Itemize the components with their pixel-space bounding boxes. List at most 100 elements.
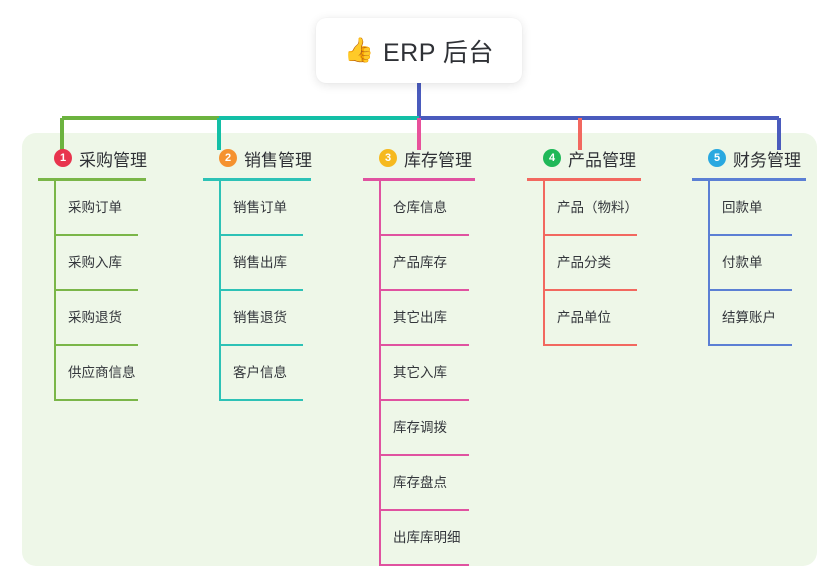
list-item-label: 销售订单: [233, 200, 287, 215]
list-item-label: 产品单位: [557, 310, 611, 325]
item-list-procurement: 采购订单采购入库采购退货供应商信息: [38, 181, 188, 401]
list-item-rule: [379, 344, 469, 346]
column-header-inventory[interactable]: 3 库存管理: [363, 146, 513, 170]
column-sales: 2 销售管理销售订单销售出库销售退货客户信息: [203, 146, 353, 401]
list-item[interactable]: 产品（物料）: [527, 181, 677, 236]
column-rule-product: [527, 178, 641, 181]
column-spine-finance: [708, 181, 710, 346]
list-item-rule: [54, 234, 138, 236]
column-product: 4 产品管理产品（物料） 产品分类产品单位: [527, 146, 677, 346]
list-item[interactable]: 客户信息: [203, 346, 353, 401]
column-rule-inventory: [363, 178, 475, 181]
item-list-sales: 销售订单销售出库销售退货客户信息: [203, 181, 353, 401]
column-title-sales: 销售管理: [244, 150, 312, 170]
list-item-rule: [54, 399, 138, 401]
list-item[interactable]: 供应商信息: [38, 346, 188, 401]
column-spine-sales: [219, 181, 221, 401]
list-item[interactable]: 销售订单: [203, 181, 353, 236]
list-item-rule: [379, 564, 469, 566]
item-list-finance: 回款单付款单结算账户: [692, 181, 839, 346]
list-item-rule: [54, 289, 138, 291]
list-item-label: 库存调拨: [393, 420, 447, 435]
column-title-product: 产品管理: [568, 150, 636, 170]
column-header-product[interactable]: 4 产品管理: [527, 146, 677, 170]
list-item[interactable]: 其它出库: [363, 291, 513, 346]
item-list-inventory: 仓库信息产品库存其它出库其它入库库存调拨库存盘点出库库明细: [363, 181, 513, 566]
column-header-finance[interactable]: 5 财务管理: [692, 146, 839, 170]
list-item[interactable]: 销售退货: [203, 291, 353, 346]
column-badge-product: 4: [543, 149, 561, 167]
root-node[interactable]: 👍 ERP 后台: [316, 18, 522, 83]
list-item-rule: [543, 234, 637, 236]
column-header-sales[interactable]: 2 销售管理: [203, 146, 353, 170]
list-item[interactable]: 付款单: [692, 236, 839, 291]
list-item[interactable]: 库存盘点: [363, 456, 513, 511]
list-item-rule: [379, 289, 469, 291]
list-item-rule: [54, 344, 138, 346]
list-item[interactable]: 回款单: [692, 181, 839, 236]
list-item-label: 付款单: [722, 255, 763, 270]
column-title-finance: 财务管理: [733, 150, 801, 170]
list-item-label: 其它出库: [393, 310, 447, 325]
thumbs-up-icon: 👍: [344, 36, 374, 64]
column-badge-procurement: 1: [54, 149, 72, 167]
list-item-rule: [379, 234, 469, 236]
list-item-label: 采购退货: [68, 310, 122, 325]
column-finance: 5 财务管理回款单付款单结算账户: [692, 146, 839, 346]
list-item[interactable]: 出库库明细: [363, 511, 513, 566]
list-item-rule: [379, 509, 469, 511]
list-item-label: 销售出库: [233, 255, 287, 270]
list-item-label: 库存盘点: [393, 475, 447, 490]
column-procurement: 1 采购管理采购订单采购入库采购退货供应商信息: [38, 146, 188, 401]
column-spine-procurement: [54, 181, 56, 401]
list-item[interactable]: 采购入库: [38, 236, 188, 291]
column-header-procurement[interactable]: 1 采购管理: [38, 146, 188, 170]
list-item-label: 采购订单: [68, 200, 122, 215]
list-item-label: 出库库明细: [393, 530, 461, 545]
list-item-label: 回款单: [722, 200, 763, 215]
column-rule-sales: [203, 178, 311, 181]
list-item-rule: [708, 234, 792, 236]
list-item-rule: [543, 344, 637, 346]
list-item[interactable]: 库存调拨: [363, 401, 513, 456]
list-item-rule: [708, 344, 792, 346]
list-item[interactable]: 其它入库: [363, 346, 513, 401]
list-item-rule: [379, 454, 469, 456]
list-item[interactable]: 仓库信息: [363, 181, 513, 236]
list-item[interactable]: 销售出库: [203, 236, 353, 291]
list-item-label: 产品库存: [393, 255, 447, 270]
list-item[interactable]: 结算账户: [692, 291, 839, 346]
list-item-label: 结算账户: [722, 310, 776, 325]
column-inventory: 3 库存管理仓库信息产品库存其它出库其它入库库存调拨库存盘点出库库明细: [363, 146, 513, 566]
column-badge-inventory: 3: [379, 149, 397, 167]
column-title-inventory: 库存管理: [404, 150, 472, 170]
diagram-panel: [22, 133, 817, 566]
list-item-rule: [219, 289, 303, 291]
item-list-product: 产品（物料） 产品分类产品单位: [527, 181, 677, 346]
list-item-label: 仓库信息: [393, 200, 447, 215]
list-item-rule: [379, 399, 469, 401]
column-title-procurement: 采购管理: [79, 150, 147, 170]
list-item-label: 产品分类: [557, 255, 611, 270]
column-rule-procurement: [38, 178, 146, 181]
list-item-rule: [219, 234, 303, 236]
list-item[interactable]: 产品单位: [527, 291, 677, 346]
list-item[interactable]: 采购退货: [38, 291, 188, 346]
list-item[interactable]: 产品库存: [363, 236, 513, 291]
list-item-rule: [543, 289, 637, 291]
column-rule-finance: [692, 178, 806, 181]
column-badge-finance: 5: [708, 149, 726, 167]
list-item-label: 销售退货: [233, 310, 287, 325]
list-item-label: 供应商信息: [68, 365, 136, 380]
column-spine-product: [543, 181, 545, 346]
list-item-rule: [219, 399, 303, 401]
list-item-label: 其它入库: [393, 365, 447, 380]
list-item-label: 客户信息: [233, 365, 287, 380]
list-item-label: 产品（物料）: [557, 200, 638, 215]
column-spine-inventory: [379, 181, 381, 566]
list-item[interactable]: 产品分类: [527, 236, 677, 291]
list-item[interactable]: 采购订单: [38, 181, 188, 236]
root-title: ERP 后台: [382, 38, 494, 67]
column-badge-sales: 2: [219, 149, 237, 167]
